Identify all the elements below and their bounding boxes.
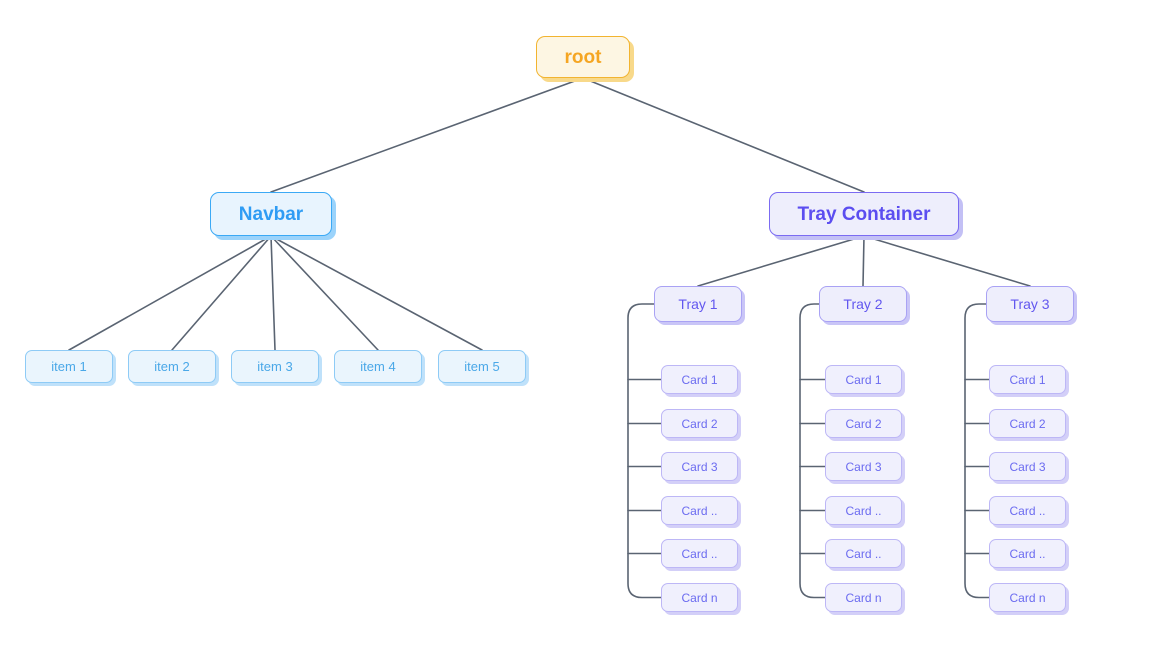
tray-2-card-2-label: Card 2: [845, 416, 882, 431]
tray-node-3-label: Tray 3: [1010, 296, 1050, 312]
tray-2-card-5[interactable]: Card ..: [825, 539, 902, 568]
tray-1-card-4-label: Card ..: [681, 503, 718, 518]
navbar-item-2[interactable]: item 2: [128, 350, 216, 383]
tray-container-node-label: Tray Container: [797, 203, 931, 225]
tray-node-2[interactable]: Tray 2: [819, 286, 907, 322]
navbar-node-label: Navbar: [238, 203, 304, 225]
tray-2-card-1-label: Card 1: [845, 372, 882, 387]
tray-3-card-5[interactable]: Card ..: [989, 539, 1066, 568]
tray-1-card-6-label: Card n: [681, 590, 718, 605]
edge-tray-container-tray-2: [862, 235, 865, 287]
root-node-label: root: [564, 46, 602, 68]
tray-3-card-4[interactable]: Card ..: [989, 496, 1066, 525]
tray-3-card-1[interactable]: Card 1: [989, 365, 1066, 394]
tray-1-spine: [627, 303, 662, 599]
tray-1-card-2[interactable]: Card 2: [661, 409, 738, 438]
tray-1-card-3[interactable]: Card 3: [661, 452, 738, 481]
tray-node-3[interactable]: Tray 3: [986, 286, 1074, 322]
navbar-item-4-label: item 4: [360, 359, 396, 374]
tray-1-card-5[interactable]: Card ..: [661, 539, 738, 568]
edge-root-tray-container: [582, 77, 865, 193]
edge-tray-container-tray-3: [863, 235, 1031, 287]
tray-3-card-3[interactable]: Card 3: [989, 452, 1066, 481]
tray-3-card-6[interactable]: Card n: [989, 583, 1066, 612]
tray-node-2-label: Tray 2: [843, 296, 883, 312]
tray-2-card-4[interactable]: Card ..: [825, 496, 902, 525]
tray-2-card-3[interactable]: Card 3: [825, 452, 902, 481]
navbar-item-1-label: item 1: [51, 359, 87, 374]
edge-navbar-item-3: [270, 235, 276, 351]
edge-tray-container-tray-1: [697, 235, 865, 287]
tray-2-card-2[interactable]: Card 2: [825, 409, 902, 438]
tray-1-card-6[interactable]: Card n: [661, 583, 738, 612]
tray-2-card-5-label: Card ..: [845, 546, 882, 561]
tray-3-card-3-label: Card 3: [1009, 459, 1046, 474]
tray-3-card-5-label: Card ..: [1009, 546, 1046, 561]
tray-2-card-4-label: Card ..: [845, 503, 882, 518]
tray-node-1-label: Tray 1: [678, 296, 718, 312]
tray-3-card-4-label: Card ..: [1009, 503, 1046, 518]
tray-3-card-2[interactable]: Card 2: [989, 409, 1066, 438]
tray-3-card-6-label: Card n: [1009, 590, 1046, 605]
tray-3-spine: [964, 303, 990, 599]
edge-navbar-item-4: [270, 235, 379, 351]
navbar-item-5-label: item 5: [464, 359, 500, 374]
tray-node-1[interactable]: Tray 1: [654, 286, 742, 322]
tray-2-card-6[interactable]: Card n: [825, 583, 902, 612]
navbar-item-4[interactable]: item 4: [334, 350, 422, 383]
tray-1-card-5-label: Card ..: [681, 546, 718, 561]
edge-root-navbar: [270, 77, 584, 193]
navbar-item-1[interactable]: item 1: [25, 350, 113, 383]
edge-navbar-item-2: [171, 235, 272, 351]
tray-1-card-3-label: Card 3: [681, 459, 718, 474]
tray-2-card-6-label: Card n: [845, 590, 882, 605]
navbar-item-5[interactable]: item 5: [438, 350, 526, 383]
edge-navbar-item-1: [68, 235, 272, 351]
tray-container-node[interactable]: Tray Container: [769, 192, 959, 236]
tray-2-card-3-label: Card 3: [845, 459, 882, 474]
tray-3-card-1-label: Card 1: [1009, 372, 1046, 387]
tray-2-card-1[interactable]: Card 1: [825, 365, 902, 394]
tray-1-card-1-label: Card 1: [681, 372, 718, 387]
tray-2-spine: [799, 303, 826, 599]
navbar-node[interactable]: Navbar: [210, 192, 332, 236]
root-node[interactable]: root: [536, 36, 630, 78]
navbar-item-3[interactable]: item 3: [231, 350, 319, 383]
navbar-item-3-label: item 3: [257, 359, 293, 374]
tray-1-card-4[interactable]: Card ..: [661, 496, 738, 525]
tray-3-card-2-label: Card 2: [1009, 416, 1046, 431]
tray-1-card-1[interactable]: Card 1: [661, 365, 738, 394]
navbar-item-2-label: item 2: [154, 359, 190, 374]
edge-navbar-item-5: [270, 235, 483, 351]
tray-1-card-2-label: Card 2: [681, 416, 718, 431]
